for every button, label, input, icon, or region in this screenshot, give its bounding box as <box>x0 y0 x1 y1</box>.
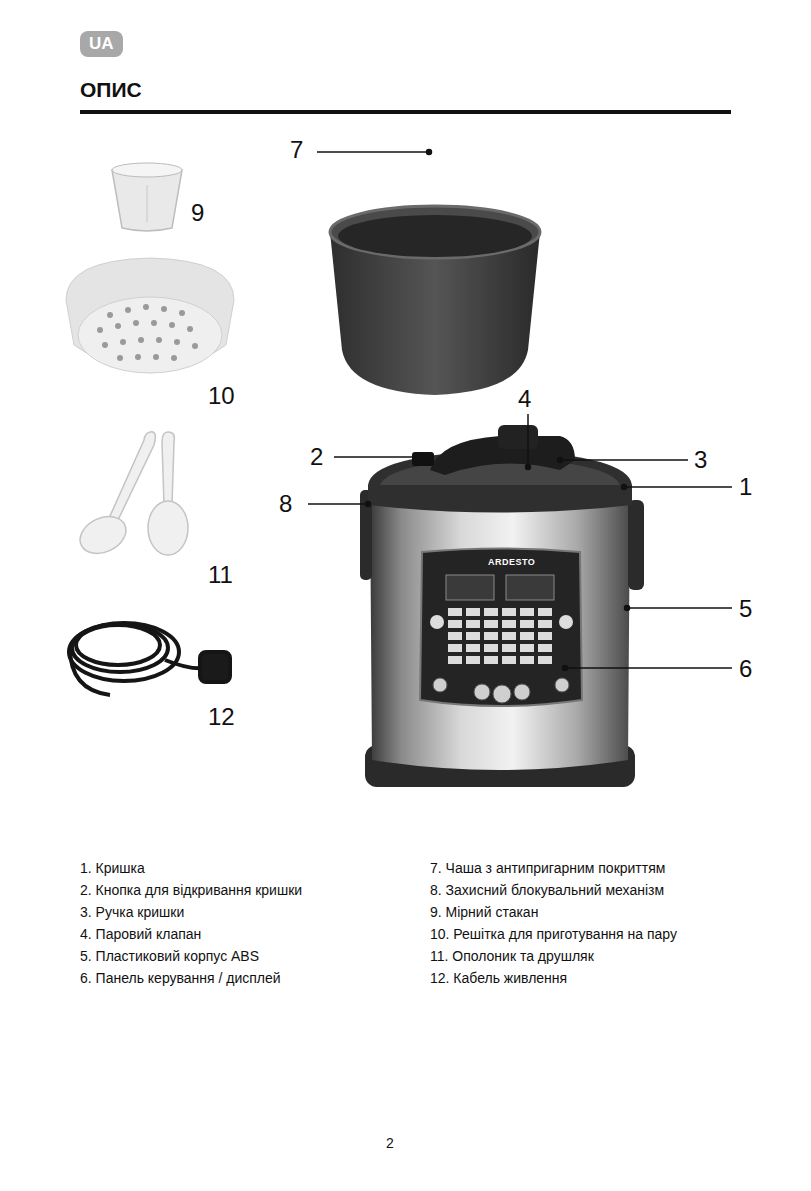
part-list-item: 3. Ручка кришки <box>80 904 184 920</box>
part-list-item: 11. Ополоник та друшляк <box>430 948 594 964</box>
page-title: ОПИС <box>80 78 142 102</box>
callout-number: 9 <box>191 199 204 227</box>
callout-number: 7 <box>290 136 303 164</box>
callout-number: 10 <box>208 382 235 410</box>
panel-keys <box>448 608 552 664</box>
callout-number: 5 <box>739 595 752 623</box>
part-list-item: 8. Захисний блокувальний механізм <box>430 882 664 898</box>
callout-number: 2 <box>310 443 323 471</box>
part-list-item: 6. Панель керування / дисплей <box>80 970 281 986</box>
part-list-item: 4. Паровий клапан <box>80 926 201 942</box>
callout-number: 8 <box>279 490 292 518</box>
measuring-cup <box>112 163 182 231</box>
leader-lines <box>308 150 732 671</box>
part-list-item: 1. Кришка <box>80 860 145 876</box>
badge-text: UA <box>89 34 114 53</box>
multicooker <box>360 425 644 787</box>
part-list-item: 10. Решітка для приготування на пару <box>430 926 677 942</box>
inner-bowl <box>330 206 540 395</box>
part-list-item: 5. Пластиковий корпус ABS <box>80 948 259 964</box>
part-list-item: 12. Кабель живлення <box>430 970 567 986</box>
steamer-rack <box>66 258 234 373</box>
ladle-and-skimmer <box>74 432 188 561</box>
callout-number: 3 <box>694 446 707 474</box>
callout-number: 4 <box>518 385 531 413</box>
part-list-item: 7. Чаша з антипригарним покриттям <box>430 860 665 876</box>
part-list-item: 2. Кнопка для відкривання кришки <box>80 882 302 898</box>
callout-number: 12 <box>208 703 235 731</box>
power-cable <box>69 623 230 695</box>
language-badge: UA <box>80 31 123 57</box>
callout-number: 1 <box>739 473 752 501</box>
callout-number: 11 <box>208 561 233 589</box>
part-list-item: 9. Мірний стакан <box>430 904 538 920</box>
heading-rule <box>80 110 731 114</box>
callout-number: 6 <box>739 655 752 683</box>
page-number: 2 <box>386 1135 394 1151</box>
brand-logo: ARDESTO <box>488 557 535 567</box>
